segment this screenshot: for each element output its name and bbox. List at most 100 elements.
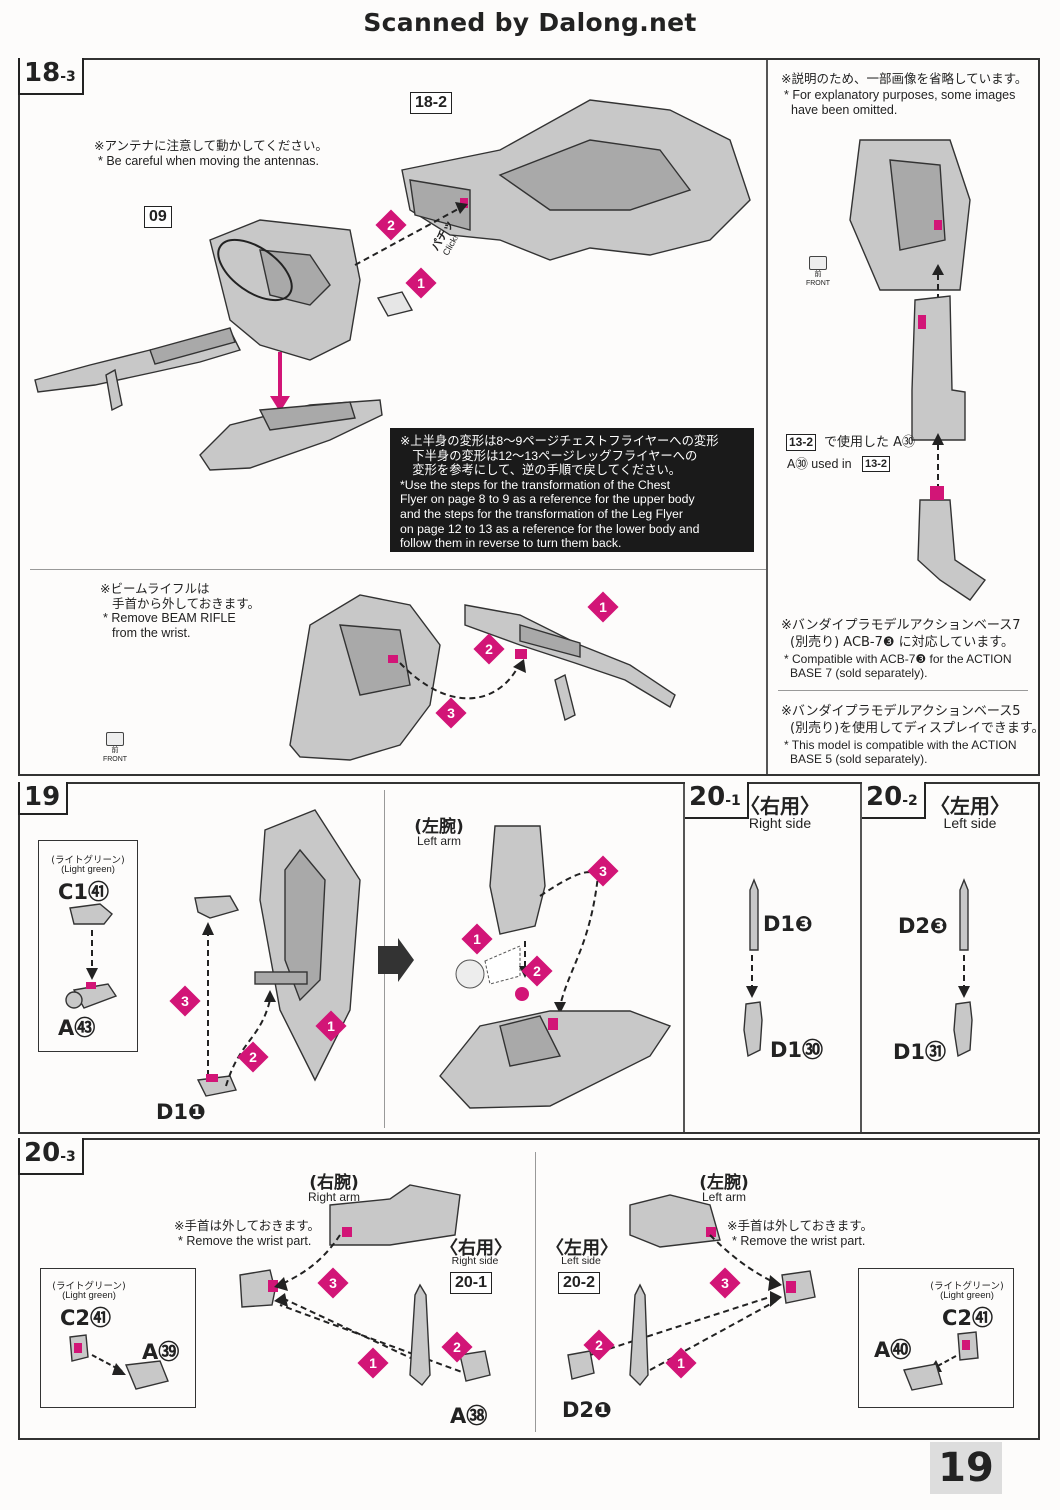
right-arm-en-20-3: Right arm (307, 1190, 360, 1204)
part-d1-31-20-2: D1㉛ (893, 1040, 947, 1064)
l203-marker-2-num: 2 (595, 1337, 603, 1353)
antenna-note-en: * Be careful when moving the antennas. (98, 154, 319, 168)
part-a-39: A㊴ (142, 1340, 180, 1364)
step-18-3-label: 18-3 (18, 58, 84, 95)
omit-note-en1: * For explanatory purposes, some images (784, 88, 1016, 102)
light-green-box-19 (38, 840, 138, 1052)
antenna-note-jp: ※アンテナに注意して動かしてください。 (94, 138, 328, 153)
box-line-7: follow them in reverse to turn them back… (400, 536, 622, 551)
front-icon (106, 732, 124, 746)
ref-tag-20-1: 20-1 (450, 1272, 493, 1294)
acb5-note-jp2: (別売り)を使用してディスプレイできます。 (790, 721, 1045, 736)
light-green-en-left: (Light green) (62, 1290, 116, 1301)
part-d2-3-20-2: D2❸ (898, 914, 948, 938)
box-line-2: 変形を参考にして、逆の手順で戻してください。 (400, 463, 682, 478)
divider-acb (778, 690, 1028, 691)
front-jp: 前 (111, 747, 119, 754)
divider-20-1-20-2 (860, 784, 862, 1132)
omit-note-en2: have been omitted. (791, 103, 898, 117)
ref-tag-09: 09 (144, 206, 172, 228)
step-marker-1-num: 1 (417, 275, 425, 291)
r203-marker-3-num: 3 (329, 1275, 337, 1291)
next-step-arrow (378, 938, 414, 982)
left-arm-en-20-3: Left arm (701, 1190, 746, 1204)
used-note-jp: で使用した A㉚ (824, 435, 916, 450)
step-20-1-label: 20-1 (685, 782, 749, 819)
used-note-en: A㉚ used in (787, 457, 852, 471)
arm-marker-2-num: 2 (533, 963, 541, 979)
light-green-en-right: (Light green) (940, 1290, 994, 1301)
right-arm-assembly-illustration (69, 1184, 491, 1390)
wrist-note-jp-left: ※手首は外しておきます。 (727, 1218, 873, 1233)
transformation-note-box: ※上半身の変形は8〜9ページチェストフライヤーへの変形 下半身の変形は12〜13… (390, 428, 754, 552)
r203-marker-2-num: 2 (453, 1339, 461, 1355)
left-side-jp-20-2: 〈左用〉 (930, 794, 1010, 818)
right-arm-jp-20-3: (右腕) (309, 1173, 359, 1193)
torso-flyer-illustration (34, 99, 751, 471)
left-arm-en-19: Left arm (416, 834, 461, 848)
ref-tag-20-2: 20-2 (558, 1272, 601, 1294)
l203-marker-3-num: 3 (721, 1275, 729, 1291)
box-line-5: and the steps for the transformation of … (400, 506, 683, 521)
left-side-en-20-2: Left side (943, 815, 997, 831)
step-20-2-illustration (953, 878, 973, 1058)
rifle-note-jp1: ※ビームライフルは (100, 581, 210, 596)
rifle-note-en2: from the wrist. (112, 626, 191, 640)
rifle-marker-2-num: 2 (485, 641, 493, 657)
part-a-40: A㊵ (874, 1338, 912, 1362)
part-d2-1: D2❶ (562, 1398, 612, 1422)
s19-marker-3-num: 3 (181, 993, 189, 1009)
box-line-6: on page 12 to 13 as a reference for the … (400, 521, 700, 536)
arm-marker-3-num: 3 (599, 863, 607, 879)
left-use-jp: 〈左用〉 (546, 1238, 618, 1259)
box-line-0: ※上半身の変形は8〜9ページチェストフライヤーへの変形 (400, 434, 719, 448)
part-d1-3-20-1: D1❸ (763, 912, 813, 936)
acb5-note-en1: * This model is compatible with the ACTI… (784, 738, 1017, 752)
divider-20-3 (535, 1152, 536, 1432)
divider-side-panel (766, 60, 768, 774)
step-marker-2-num: 2 (387, 217, 395, 233)
right-use-en: Right side (451, 1255, 499, 1267)
step-19-label: 19 (18, 782, 69, 815)
arm-to-base-illustration (439, 825, 672, 1109)
left-arm-jp-19: (左腕) (414, 817, 464, 837)
right-use-jp: 〈右用〉 (440, 1238, 512, 1259)
right-side-jp-20-1: 〈右用〉 (740, 794, 820, 818)
side-front-icon (809, 256, 827, 270)
acb7-note-en2: BASE 7 (sold separately). (790, 666, 928, 680)
acb5-note-jp1: ※バンダイプラモデルアクションベース5 (781, 704, 1021, 719)
part-d1-1: D1❶ (156, 1100, 206, 1124)
box-line-4: Flyer on page 8 to 9 as a reference for … (400, 492, 695, 507)
left-arm-jp-20-3: (左腕) (699, 1173, 749, 1193)
box-line-1: 下半身の変形は12〜13ページレッグフライヤーへの (400, 448, 698, 463)
right-box-parts-illustration (903, 1331, 979, 1391)
step-20-2-label: 20-2 (862, 782, 926, 819)
divider-19-20-1 (683, 784, 685, 1132)
part-a-38: A㊳ (450, 1404, 488, 1428)
page-number: 19 (930, 1442, 1002, 1494)
light-green-jp-left: (ライトグリーン) (52, 1281, 126, 1292)
step-18-3-frame (18, 58, 1040, 776)
part-c2-41-right: C2㊶ (942, 1306, 994, 1330)
acb5-note-en2: BASE 5 (sold separately). (790, 752, 928, 766)
step-20-3-label: 20-3 (18, 1138, 84, 1175)
part-d1-30-20-1: D1㉚ (770, 1038, 824, 1062)
front-indicator: 前 FRONT (100, 732, 130, 764)
front-en: FRONT (102, 756, 128, 763)
arm-marker-1-num: 1 (473, 931, 481, 947)
left-arm-assembly-illustration (567, 1194, 816, 1387)
omit-note-jp: ※説明のため、一部画像を省略しています。 (781, 71, 1028, 86)
rifle-marker-1-num: 1 (599, 599, 607, 615)
side-front-indicator: 前 FRONT (803, 256, 833, 288)
light-green-box-right (858, 1268, 1014, 1408)
l203-marker-1-num: 1 (677, 1355, 685, 1371)
step-20-1-illustration (743, 878, 763, 1058)
used-ref-tag-1: 13-2 (786, 434, 817, 451)
part-a-43: A㊸ (58, 1016, 96, 1040)
side-front-jp: 前 (814, 271, 822, 278)
light-green-jp-19: (ライトグリーン) (51, 855, 125, 866)
ref-tag-18-2: 18-2 (410, 92, 453, 114)
step-19-frame (18, 782, 1040, 1134)
right-side-en-20-1: Right side (748, 815, 812, 831)
step-20-3-frame (18, 1138, 1040, 1440)
